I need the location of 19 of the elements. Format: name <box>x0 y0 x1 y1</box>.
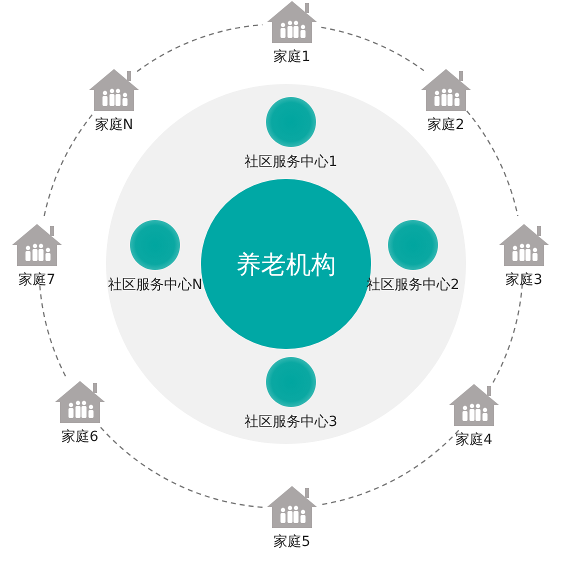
dashed-connector <box>466 110 518 216</box>
node-label: 家庭1 <box>274 48 310 66</box>
node-label: 家庭7 <box>18 271 56 289</box>
node-label: 社区服务中心3 <box>244 413 338 431</box>
node-label: 家庭2 <box>428 116 464 134</box>
node-label: 养老机构 <box>236 250 336 278</box>
node-label: 家庭3 <box>506 271 542 289</box>
node-label: 家庭6 <box>62 428 98 446</box>
node-label: 家庭4 <box>456 431 492 449</box>
node-label: 社区服务中心1 <box>244 153 338 171</box>
dashed-connector <box>38 274 66 376</box>
node-label: 家庭N <box>94 116 134 134</box>
node-label: 社区服务中心N <box>108 276 202 294</box>
dashed-connector <box>321 430 460 506</box>
dashed-connector <box>492 274 524 383</box>
dashed-connector <box>98 424 263 508</box>
node-label: 家庭5 <box>274 533 310 551</box>
dashed-connector <box>44 112 95 216</box>
dashed-connector <box>321 26 424 72</box>
